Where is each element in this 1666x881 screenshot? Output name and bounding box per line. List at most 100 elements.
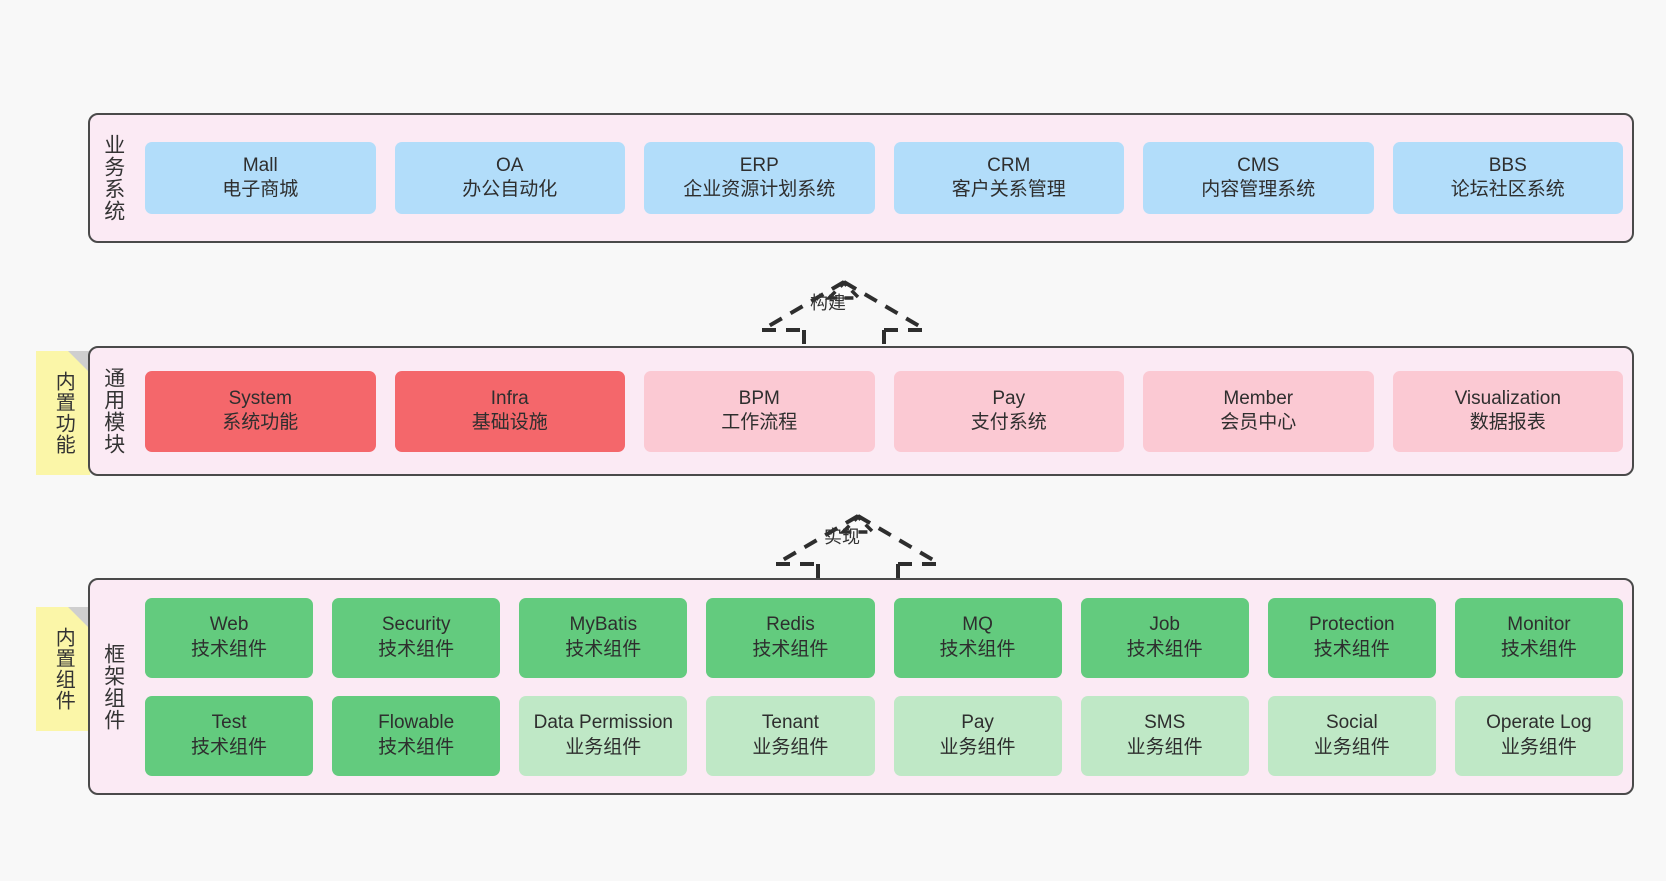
layer-common-modules-title: 通用模块 — [101, 367, 125, 455]
card-title-en: OA — [496, 154, 524, 176]
card-redis[interactable]: Redis 技术组件 — [706, 597, 875, 678]
card-title-cn: 内容管理系统 — [1201, 179, 1316, 200]
card-title-en: Data Permission — [533, 712, 673, 734]
card-bbs[interactable]: BBS 论坛社区系统 — [1392, 142, 1623, 214]
sticky-note-builtin-components: 内置组件 — [36, 607, 90, 731]
card-title-cn: 技术组件 — [378, 638, 455, 660]
card-crm[interactable]: CRM 客户关系管理 — [893, 142, 1124, 214]
card-operate-log[interactable]: Operate Log 业务组件 — [1454, 695, 1623, 776]
card-title-cn: 业务组件 — [752, 736, 829, 758]
card-title-en: Visualization — [1454, 387, 1561, 409]
card-title-cn: 企业资源计划系统 — [683, 179, 836, 200]
card-title-cn: 系统功能 — [222, 412, 299, 433]
card-title-cn: 技术组件 — [1126, 638, 1203, 660]
layer-business-systems: 业务系统 Mall 电子商城 OA 办公自动化 ERP 企业资源计划系统 CRM… — [88, 113, 1634, 243]
card-mybatis[interactable]: MyBatis 技术组件 — [519, 597, 688, 678]
card-title-en: Web — [209, 614, 249, 636]
layer-framework-components: 框架组件 Web 技术组件 Security 技术组件 MyBatis 技术组件… — [88, 578, 1634, 795]
card-title-en: System — [228, 387, 292, 409]
card-title-cn: 技术组件 — [191, 638, 268, 660]
connector-build-label: 构建 — [810, 293, 846, 313]
card-pay-component[interactable]: Pay 业务组件 — [893, 695, 1062, 776]
card-title-en: BPM — [738, 387, 780, 409]
card-title-en: Monitor — [1507, 614, 1571, 636]
card-social[interactable]: Social 业务组件 — [1267, 695, 1436, 776]
card-title-cn: 技术组件 — [378, 736, 455, 758]
card-title-en: Protection — [1309, 614, 1395, 636]
card-infra[interactable]: Infra 基础设施 — [394, 370, 625, 452]
card-flowable[interactable]: Flowable 技术组件 — [332, 695, 501, 776]
card-test[interactable]: Test 技术组件 — [145, 695, 314, 776]
layer-framework-components-title: 框架组件 — [101, 642, 125, 731]
card-title-cn: 数据报表 — [1469, 412, 1546, 433]
card-oa[interactable]: OA 办公自动化 — [394, 142, 625, 214]
card-web[interactable]: Web 技术组件 — [145, 597, 314, 678]
layer-business-systems-title: 业务系统 — [101, 134, 125, 222]
card-row: Mall 电子商城 OA 办公自动化 ERP 企业资源计划系统 CRM 客户关系… — [145, 142, 1623, 214]
card-title-en: ERP — [739, 154, 779, 176]
sticky-note-builtin-features: 内置功能 — [36, 351, 90, 475]
card-member[interactable]: Member 会员中心 — [1143, 370, 1374, 452]
card-title-cn: 业务组件 — [939, 736, 1016, 758]
card-title-cn: 工作流程 — [721, 412, 798, 433]
card-title-en: CMS — [1237, 154, 1280, 176]
realization-arrow-icon — [760, 280, 928, 352]
layer-common-modules-body: System 系统功能 Infra 基础设施 BPM 工作流程 Pay 支付系统… — [136, 348, 1632, 474]
card-title-en: Infra — [490, 387, 529, 409]
card-title-cn: 业务组件 — [1126, 736, 1203, 758]
card-title-cn: 电子商城 — [222, 179, 299, 200]
card-title-en: Flowable — [378, 712, 455, 734]
layer-framework-components-body: Web 技术组件 Security 技术组件 MyBatis 技术组件 Redi… — [136, 580, 1632, 793]
card-bpm[interactable]: BPM 工作流程 — [644, 370, 875, 452]
card-title-en: MyBatis — [569, 614, 638, 636]
sticky-note-label: 内置功能 — [52, 371, 75, 455]
card-title-cn: 办公自动化 — [462, 179, 558, 200]
connector-implement-label: 实现 — [824, 527, 860, 547]
card-title-en: Test — [211, 712, 247, 734]
card-title-en: SMS — [1144, 712, 1186, 734]
card-title-en: MQ — [962, 614, 993, 636]
card-tenant[interactable]: Tenant 业务组件 — [706, 695, 875, 776]
card-title-cn: 技术组件 — [1500, 638, 1577, 660]
card-monitor[interactable]: Monitor 技术组件 — [1454, 597, 1623, 678]
card-title-cn: 会员中心 — [1220, 412, 1297, 433]
card-erp[interactable]: ERP 企业资源计划系统 — [644, 142, 875, 214]
card-title-en: CRM — [987, 154, 1031, 176]
card-row: System 系统功能 Infra 基础设施 BPM 工作流程 Pay 支付系统… — [145, 370, 1623, 452]
card-title-cn: 业务组件 — [1500, 736, 1577, 758]
card-title-cn: 技术组件 — [752, 638, 829, 660]
card-pay-module[interactable]: Pay 支付系统 — [893, 370, 1124, 452]
card-cms[interactable]: CMS 内容管理系统 — [1143, 142, 1374, 214]
card-title-en: Redis — [766, 614, 815, 636]
card-title-cn: 客户关系管理 — [951, 179, 1066, 200]
card-title-en: Pay — [961, 712, 994, 734]
folded-corner-icon — [68, 607, 90, 629]
card-row: Web 技术组件 Security 技术组件 MyBatis 技术组件 Redi… — [145, 597, 1623, 678]
connector-build: 构建 — [744, 252, 944, 352]
card-title-en: Security — [381, 614, 451, 636]
card-protection[interactable]: Protection 技术组件 — [1267, 597, 1436, 678]
card-title-en: Member — [1223, 387, 1294, 409]
card-visualization[interactable]: Visualization 数据报表 — [1392, 370, 1623, 452]
card-title-cn: 技术组件 — [191, 736, 268, 758]
card-mall[interactable]: Mall 电子商城 — [145, 142, 376, 214]
card-title-cn: 基础设施 — [471, 412, 548, 433]
connector-implement: 实现 — [758, 486, 958, 586]
realization-arrow-icon — [774, 514, 942, 586]
card-job[interactable]: Job 技术组件 — [1080, 597, 1249, 678]
card-title-en: Mall — [242, 154, 278, 176]
card-title-cn: 业务组件 — [1313, 736, 1390, 758]
card-title-cn: 技术组件 — [939, 638, 1016, 660]
sticky-note-label: 内置组件 — [52, 627, 75, 711]
folded-corner-icon — [68, 351, 90, 373]
card-security[interactable]: Security 技术组件 — [332, 597, 501, 678]
card-title-en: Operate Log — [1486, 712, 1592, 734]
card-sms[interactable]: SMS 业务组件 — [1080, 695, 1249, 776]
card-title-cn: 技术组件 — [565, 638, 642, 660]
card-title-cn: 论坛社区系统 — [1450, 179, 1565, 200]
layer-common-modules: 通用模块 System 系统功能 Infra 基础设施 BPM 工作流程 Pay… — [88, 346, 1634, 476]
card-title-en: Tenant — [761, 712, 819, 734]
card-data-permission[interactable]: Data Permission 业务组件 — [519, 695, 688, 776]
card-system[interactable]: System 系统功能 — [145, 370, 376, 452]
card-mq[interactable]: MQ 技术组件 — [893, 597, 1062, 678]
